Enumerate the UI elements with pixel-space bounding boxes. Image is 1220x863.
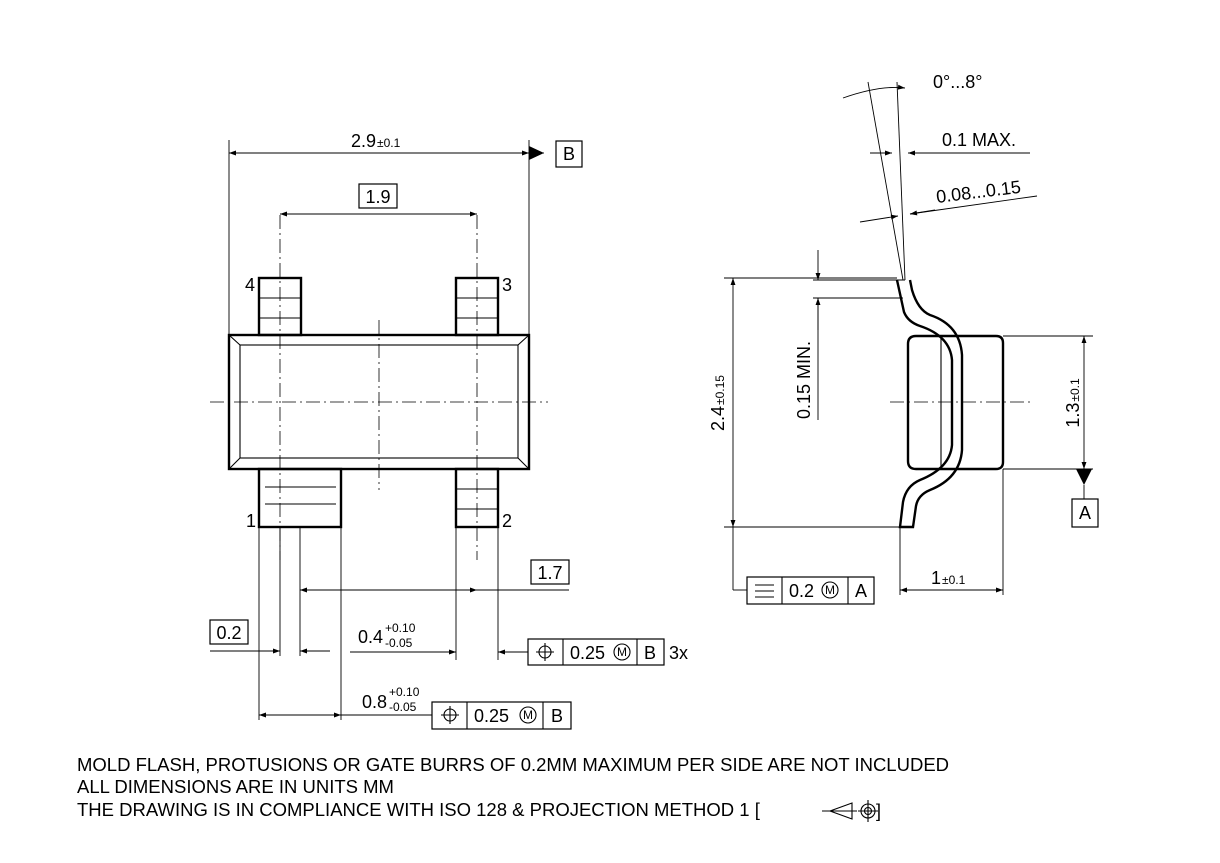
position-icon: [441, 706, 459, 724]
datum-a-triangle: [1076, 469, 1092, 485]
dim-min-foot: 0.15 MIN.: [794, 341, 814, 419]
dim-lead-width-narrow: 0.4: [358, 627, 383, 647]
dim-body-height: 1.3±0.1: [1063, 378, 1083, 428]
dim-angle: 0°...8°: [933, 72, 982, 92]
dim-max-standoff: 0.1 MAX.: [942, 130, 1016, 150]
note-compliance: THE DRAWING IS IN COMPLIANCE WITH ISO 12…: [77, 799, 760, 820]
svg-text:-0.05: -0.05: [389, 700, 417, 714]
svg-text:+0.10: +0.10: [389, 685, 420, 699]
dim-total-height: 2.4±0.15: [708, 375, 728, 431]
svg-text:A: A: [855, 581, 867, 601]
side-lead: [895, 279, 964, 529]
dim-pitch-basic: 1.9: [365, 187, 390, 207]
datum-a-label: A: [1079, 503, 1091, 523]
fcf-flatness: 0.2 M A: [746, 576, 875, 605]
mmc-icon: M: [821, 581, 839, 599]
svg-text:B: B: [644, 643, 656, 663]
dim-lead-width-wide: 0.8: [362, 692, 387, 712]
note-units: ALL DIMENSIONS ARE IN UNITS MM: [77, 776, 394, 797]
dim-foot-length: 1±0.1: [931, 568, 966, 588]
svg-text:+0.10: +0.10: [385, 621, 416, 635]
pin-label-2: 2: [502, 511, 512, 531]
dim-lead-pitch-basic: 1.7: [537, 563, 562, 583]
note-mold-flash: MOLD FLASH, PROTUSIONS OR GATE BURRS OF …: [77, 754, 950, 775]
mmc-icon: M: [519, 706, 537, 724]
fcf-position-wide: 0.25 M B: [431, 701, 572, 730]
svg-text:-0.05: -0.05: [385, 636, 413, 650]
projection-method-icon: ]: [822, 800, 881, 822]
dim-overall-length: 2.9±0.1: [351, 131, 401, 151]
fcf-count: 3x: [669, 643, 688, 663]
svg-text:B: B: [551, 706, 563, 726]
pin-label-1: 1: [246, 511, 256, 531]
mmc-icon: M: [613, 643, 631, 661]
top-view: 4 3 1 2 2.9±0.1 B 1.9 1.7 0.2: [209, 131, 688, 730]
position-icon: [536, 643, 554, 661]
svg-text:0.25: 0.25: [570, 643, 605, 663]
pin-label-4: 4: [245, 275, 255, 295]
side-body: [906, 334, 1005, 471]
svg-text:M: M: [617, 645, 627, 659]
svg-text:]: ]: [876, 801, 881, 821]
datum-b-label: B: [563, 144, 575, 164]
fcf-position-narrow: 0.25 M B 3x: [527, 638, 688, 666]
svg-text:M: M: [825, 583, 835, 597]
dim-lead-basic-width: 0.2: [216, 623, 241, 643]
pin-label-3: 3: [502, 275, 512, 295]
svg-text:0.2: 0.2: [789, 581, 814, 601]
side-view: 0°...8° 0.1 MAX. 0.08...0.15 0.15 MIN. 2…: [708, 72, 1099, 605]
lead-1: [257, 467, 343, 529]
svg-text:0.25: 0.25: [474, 706, 509, 726]
datum-b-triangle: [529, 146, 544, 160]
coplanarity-icon: [755, 584, 774, 598]
dim-lead-thickness: 0.08...0.15: [935, 177, 1022, 207]
svg-text:M: M: [523, 708, 533, 722]
